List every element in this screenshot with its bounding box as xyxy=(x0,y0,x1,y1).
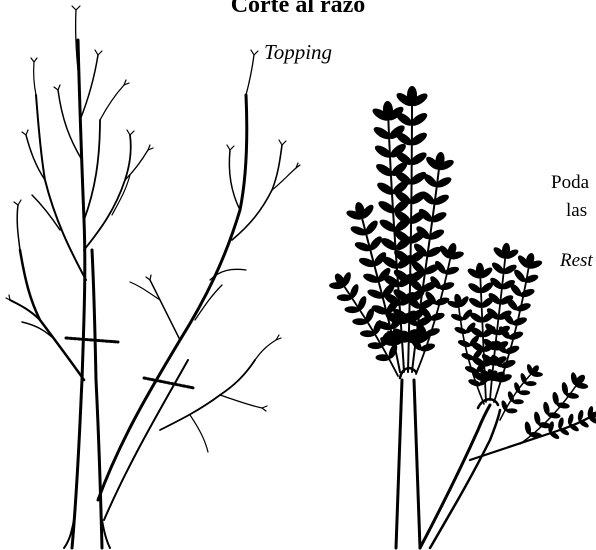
leaf-icon xyxy=(519,390,530,395)
cut-mark-upper xyxy=(66,338,118,342)
left-tree-trunk xyxy=(72,40,85,548)
leaf-icon xyxy=(515,301,532,313)
leaf-icon xyxy=(362,272,381,285)
leaf-icon xyxy=(567,413,575,425)
leaf-icon xyxy=(434,296,451,307)
leaf-icon xyxy=(349,224,368,237)
left-tree-trunk-right-edge xyxy=(92,250,102,548)
left-tree-secondary-trunk xyxy=(98,95,247,500)
leaf-icon xyxy=(450,312,464,322)
sprouting-tree-icon xyxy=(329,86,596,548)
leaf-cluster xyxy=(329,86,596,441)
leaf-icon xyxy=(358,256,377,269)
leaf-icon xyxy=(525,381,536,386)
leaf-icon xyxy=(375,354,390,361)
bare-tree-icon xyxy=(6,6,300,548)
right-tree-trunk xyxy=(396,380,402,548)
leaf-icon xyxy=(519,287,536,299)
leaf-icon xyxy=(511,316,528,328)
leaf-icon xyxy=(557,417,565,429)
leaf-icon xyxy=(439,281,456,292)
leaf-icon xyxy=(354,240,373,253)
leaf-icon xyxy=(512,399,523,404)
leaf-icon xyxy=(506,408,517,413)
